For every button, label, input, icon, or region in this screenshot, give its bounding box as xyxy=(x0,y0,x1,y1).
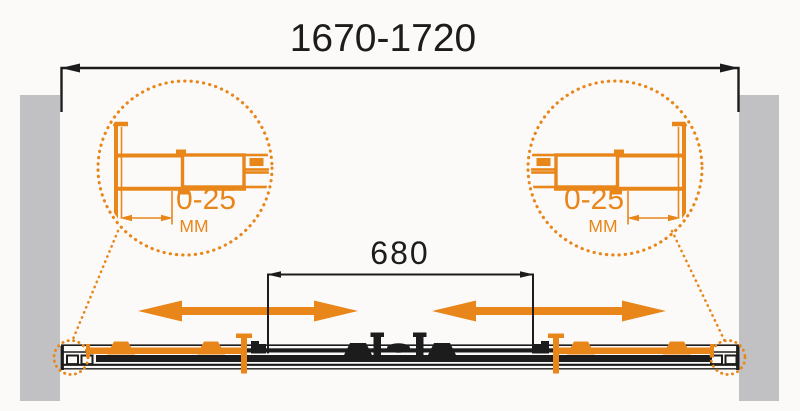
right-wall xyxy=(739,95,779,401)
dim-arrow xyxy=(520,271,534,278)
sliding-door-right xyxy=(548,333,714,374)
callout-circles xyxy=(52,79,747,376)
roller xyxy=(197,341,225,355)
handle-post xyxy=(370,332,384,356)
center-door-hardware xyxy=(251,332,549,356)
left-adjustment-range-label: 0-25 xyxy=(175,183,237,216)
dim-arrow xyxy=(61,63,80,73)
center-knob xyxy=(387,343,410,353)
right-detail-circle xyxy=(526,79,704,257)
left-wall xyxy=(20,95,60,401)
left-detail-circle xyxy=(96,79,274,257)
roller xyxy=(344,343,372,355)
slide-arrow-left xyxy=(138,300,358,322)
glass-panel-bar xyxy=(96,355,716,362)
center-opening-dimension xyxy=(267,271,534,354)
right-adjustment-unit-label: MM xyxy=(588,216,618,236)
right-adjustment-range-label: 0-25 xyxy=(563,183,625,216)
roller xyxy=(663,341,691,355)
right-wall-bracket xyxy=(710,346,740,370)
walls xyxy=(20,95,779,401)
roller xyxy=(107,341,135,355)
right-source-circle xyxy=(709,339,747,376)
dim-arrow xyxy=(720,63,739,73)
slide-direction-arrows xyxy=(138,300,666,322)
roller xyxy=(428,343,456,355)
center-opening-label: 680 xyxy=(370,235,430,271)
dim-arrow xyxy=(267,271,281,278)
roller-carriage xyxy=(241,334,247,374)
overall-width-label: 1670-1720 xyxy=(289,17,477,60)
roller xyxy=(567,341,595,355)
roller-carriage xyxy=(553,334,559,374)
left-adjustment-unit-label: MM xyxy=(179,216,209,236)
left-source-circle xyxy=(52,339,90,376)
slide-arrow-right xyxy=(432,300,666,322)
sliding-door-left xyxy=(86,333,252,374)
right-callout-leader xyxy=(670,229,727,343)
overall-width-dimension xyxy=(60,63,740,112)
left-callout-leader xyxy=(70,229,120,343)
handle-post xyxy=(413,332,427,356)
